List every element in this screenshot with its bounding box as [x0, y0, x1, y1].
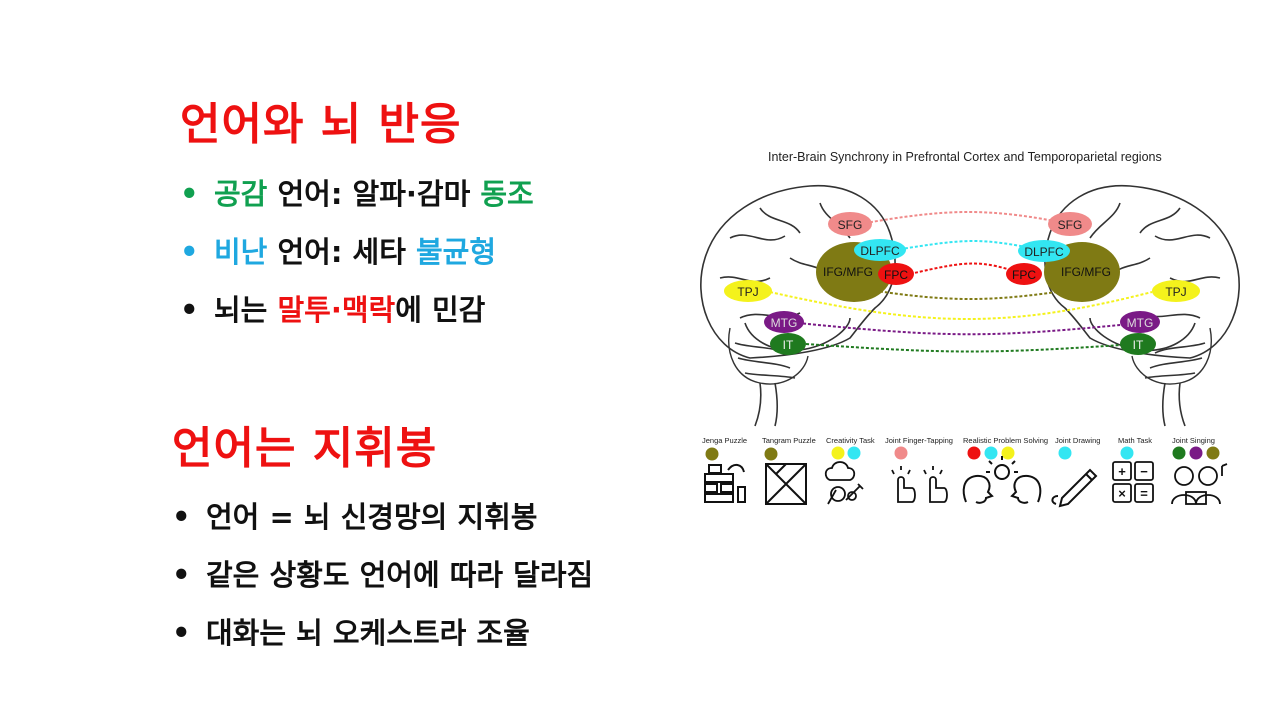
item-text: 언어: 알파·감마 [267, 177, 481, 211]
label-sfg-right: SFG [1058, 218, 1083, 232]
section-heading-conductor: 언어는 지휘봉 [172, 423, 438, 474]
plus-symbol: + [1118, 464, 1126, 479]
task-label: Jenga Puzzle [702, 436, 747, 445]
section-heading-language-brain: 언어와 뇌 반응 [180, 99, 462, 150]
label-ifg-left: IFG/MFG [823, 265, 873, 279]
label-it-left: IT [783, 338, 794, 352]
label-fpc-left: FPC [884, 268, 908, 282]
bullet-list-language-responses: • 공감 언어: 알파·감마 동조 • 비난 언어: 세타 불균형 • 뇌는 말… [180, 172, 534, 346]
task-label: Realistic Problem Solving [963, 436, 1048, 445]
item-text: 뇌는 [214, 293, 278, 327]
times-symbol: × [1118, 486, 1126, 501]
task-label: Math Task [1118, 436, 1152, 445]
fpc-connection [909, 262, 1025, 275]
list-item: • 대화는 뇌 오케스트라 조율 [172, 611, 593, 669]
keyword-imbalance: 불균형 [415, 235, 497, 269]
label-it-right: IT [1133, 338, 1144, 352]
it-connection [805, 343, 1137, 353]
finger-tapping-icon [891, 466, 948, 503]
label-tpj-left: TPJ [737, 285, 758, 299]
bullet-list-conductor: • 언어 = 뇌 신경망의 지휘봉 • 같은 상황도 언어에 따라 달라짐 • 대화는… [172, 495, 593, 669]
item-text: 언어 = 뇌 신경망의 지휘봉 [206, 500, 538, 534]
item-text: 같은 상황도 언어에 따라 달라짐 [206, 558, 594, 592]
list-item: • 비난 언어: 세타 불균형 [180, 230, 534, 288]
problem-solving-heads-icon [962, 456, 1042, 504]
list-item: • 같은 상황도 언어에 따라 달라짐 [172, 553, 593, 611]
label-sfg-left: SFG [838, 218, 863, 232]
task-label: Joint Singing [1172, 436, 1215, 445]
label-mtg-left: MTG [771, 316, 798, 330]
list-item: • 공감 언어: 알파·감마 동조 [180, 172, 534, 230]
bullet-icon: • [172, 500, 191, 534]
bullet-icon: • [180, 235, 199, 269]
task-label: Tangram Puzzle [762, 436, 816, 445]
figure-title: Inter-Brain Synchrony in Prefrontal Cort… [768, 150, 1162, 164]
brain-synchrony-figure: SFG DLPFC IFG/MFG FPC TPJ MTG IT SFG DLP… [700, 184, 1240, 427]
singing-people-icon [1171, 463, 1228, 505]
task-label: Creativity Task [826, 436, 875, 445]
label-dlpfc-right: DLPFC [1024, 245, 1064, 259]
tangram-icon [765, 463, 807, 505]
minus-symbol: − [1140, 464, 1148, 479]
equals-symbol: = [1140, 486, 1148, 501]
label-tpj-right: TPJ [1165, 285, 1186, 299]
sfg-connection [859, 211, 1071, 225]
bullet-icon: • [180, 177, 199, 211]
task-label: Joint Drawing [1055, 436, 1100, 445]
label-dlpfc-left: DLPFC [860, 244, 900, 258]
mtg-connection [797, 322, 1141, 336]
task-icons-row: Jenga Puzzle Tangram Puzzle Creativity T… [702, 436, 1228, 508]
tpj-connection [769, 291, 1153, 320]
label-fpc-right: FPC [1012, 268, 1036, 282]
list-item: • 뇌는 말투·맥락에 민감 [180, 288, 534, 346]
ifg-connection [869, 289, 1071, 300]
right-brain-regions: SFG DLPFC IFG/MFG FPC TPJ MTG IT [1006, 212, 1200, 355]
item-text: 언어: 세타 [267, 235, 416, 269]
creativity-tools-icon [824, 461, 864, 505]
list-item: • 언어 = 뇌 신경망의 지휘봉 [172, 495, 593, 553]
task-region-dots [705, 446, 1220, 461]
calculator-icon [1112, 461, 1154, 503]
pencil-drawing-icon [1051, 468, 1098, 508]
keyword-sync: 동조 [480, 177, 534, 211]
jenga-blocks-icon [704, 464, 746, 503]
label-mtg-right: MTG [1127, 316, 1154, 330]
synchrony-connections [769, 211, 1153, 353]
keyword-blame: 비난 [214, 235, 268, 269]
left-brain-regions: SFG DLPFC IFG/MFG FPC TPJ MTG IT [724, 212, 914, 355]
keyword-tone-context: 말투·맥락 [277, 293, 396, 327]
keyword-empathy: 공감 [214, 177, 268, 211]
bullet-icon: • [172, 616, 191, 650]
task-label: Joint Finger-Tapping [885, 436, 953, 445]
item-text: 대화는 뇌 오케스트라 조율 [206, 616, 530, 650]
bullet-icon: • [180, 293, 199, 327]
label-ifg-right: IFG/MFG [1061, 265, 1111, 279]
item-text: 에 민감 [395, 293, 486, 327]
bullet-icon: • [172, 558, 191, 592]
